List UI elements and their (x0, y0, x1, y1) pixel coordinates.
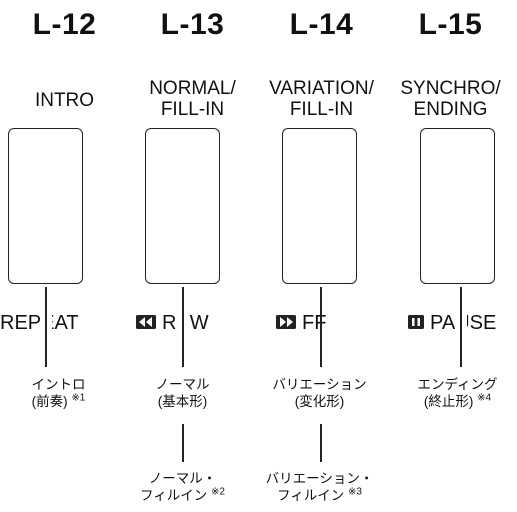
function-text-wrap: REW (136, 312, 209, 335)
description-line: フィルイン ※2 (118, 487, 247, 504)
synchro-ending-button[interactable] (420, 128, 495, 284)
button-name-line: SYNCHRO/ (400, 78, 501, 99)
button-name: VARIATION/ FILL-IN (257, 78, 386, 120)
column-l15: L-15 SYNCHRO/ ENDING PAUSE エンディング (終止形) … (386, 0, 515, 512)
button-name-line: ENDING (413, 99, 488, 120)
description-line: バリエーション・ (265, 471, 374, 486)
footnote-mark: ※3 (348, 486, 362, 498)
description-line: (前奏) ※1 (0, 393, 123, 410)
column-l13: L-13 NORMAL/ FILL-IN REW ノーマル (基本形) ノーマル… (128, 0, 257, 512)
leader-line (182, 424, 184, 462)
key-code: L-15 (418, 8, 483, 41)
column-l14: L-14 VARIATION/ FILL-IN FF バリエーション (変化形)… (257, 0, 386, 512)
leader-line (45, 287, 47, 367)
button-name: NORMAL/ FILL-IN (128, 78, 257, 120)
description: ノーマル (基本形) (118, 376, 247, 410)
function-text-wrap: PAUSE (408, 312, 496, 335)
key-code: L-12 (32, 8, 97, 41)
function-label: REPEAT (0, 312, 129, 338)
footnote-mark: ※2 (211, 486, 225, 498)
description-line: (変化形) (294, 394, 345, 409)
description-line: イントロ (31, 377, 86, 392)
fast-forward-icon (276, 314, 296, 329)
description: イントロ (前奏) ※1 (0, 376, 123, 410)
function-label: REW (128, 312, 257, 338)
button-name-line: FILL-IN (289, 99, 354, 120)
footnote-mark: ※4 (477, 392, 492, 404)
pause-icon (408, 314, 424, 329)
footnote-mark: ※1 (71, 392, 86, 404)
rewind-icon (136, 314, 156, 329)
description: ノーマル・ フィルイン ※2 (118, 470, 247, 504)
description-line: フィルイン ※3 (255, 487, 384, 504)
description-line: (基本形) (157, 394, 208, 409)
intro-button[interactable] (8, 128, 83, 284)
description-line: エンディング (417, 377, 498, 392)
leader-line (460, 287, 462, 367)
key-code: L-13 (160, 8, 225, 41)
normal-fill-in-button[interactable] (145, 128, 220, 284)
column-l12: L-12 INTRO REPEAT イントロ (前奏) ※1 (0, 0, 129, 512)
description: バリエーション (変化形) (255, 376, 384, 410)
description-text: フィルイン (277, 488, 345, 503)
function-text: REPEAT (0, 312, 79, 335)
leader-line (320, 287, 322, 367)
button-name: INTRO (0, 90, 129, 111)
function-text: FF (302, 312, 327, 334)
description-line: ノーマル・ (148, 471, 217, 486)
function-text-wrap: FF (276, 312, 326, 335)
description-text: (前奏) (31, 394, 68, 409)
button-name-line: NORMAL/ (149, 78, 236, 99)
function-label: PAUSE (386, 312, 515, 338)
leader-line (182, 287, 184, 367)
variation-fill-in-button[interactable] (282, 128, 357, 284)
leader-line (320, 424, 322, 462)
description-line: (終止形) ※4 (393, 393, 517, 410)
description: バリエーション・ フィルイン ※3 (255, 470, 384, 504)
key-code: L-14 (289, 8, 354, 41)
description-text: フィルイン (140, 488, 208, 503)
description-line: バリエーション (272, 377, 367, 392)
button-name: SYNCHRO/ ENDING (386, 78, 515, 120)
description-line: ノーマル (155, 377, 210, 392)
description-text: (終止形) (423, 394, 474, 409)
button-name-line: INTRO (34, 90, 95, 111)
button-name-line: FILL-IN (160, 99, 225, 120)
description: エンディング (終止形) ※4 (393, 376, 517, 410)
button-name-line: VARIATION/ (269, 78, 374, 99)
